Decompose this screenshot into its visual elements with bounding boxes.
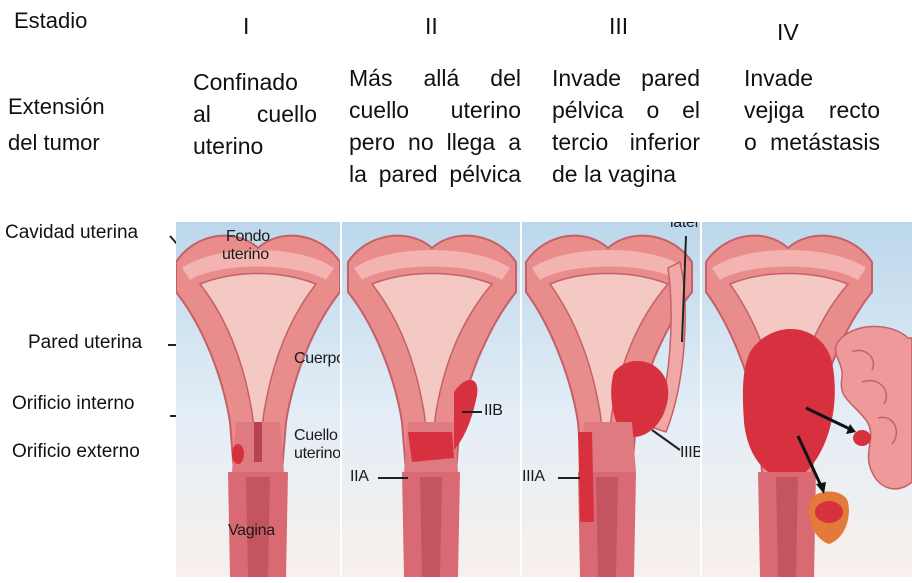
estadio-label: Estadio: [14, 6, 87, 35]
stage-ii-desc-line: la pared pélvica: [349, 158, 521, 190]
stage-i-desc-line: al cuello: [193, 98, 317, 130]
stage-iii-description: Invade pared pélvica o el tercio inferio…: [552, 62, 700, 190]
stage-iii-leaders: [522, 222, 700, 577]
stage-i-desc-line: uterino: [193, 130, 317, 162]
stage-ii-leaders: [342, 222, 520, 577]
stage-iv-desc-line: vejiga recto: [744, 94, 880, 126]
stage-iv-description: Invade vejiga recto o metástasis: [744, 62, 880, 158]
stage-i-desc-line: Confinado: [193, 66, 317, 98]
stage-ii-desc-line: cuello uterino: [349, 94, 521, 126]
label-orificio-interno: Orificio interno: [12, 393, 135, 415]
label-orificio-externo: Orificio externo: [12, 441, 140, 463]
stage-i-numeral: I: [243, 12, 249, 41]
stage-iv-desc-line: o metástasis: [744, 126, 880, 158]
stage-ii-desc-line: pero no llega a: [349, 126, 521, 158]
label-pared-uterina: Pared uterina: [28, 332, 142, 354]
uterus-stage-iv-illustration: [702, 222, 912, 577]
stage-iii-desc-line: Invade pared: [552, 62, 700, 94]
stage-ii-numeral: II: [425, 12, 438, 41]
label-cavidad-uterina: Cavidad uterina: [5, 222, 138, 244]
label-vagina: Vagina: [228, 522, 275, 540]
stage-iii-desc-line: de la vagina: [552, 158, 700, 190]
label-fondo-uterino-line1: Fondo: [226, 228, 270, 246]
stage-iii-numeral: III: [609, 12, 628, 41]
stage-iii-desc-line: tercio inferior: [552, 126, 700, 158]
stage-iv-desc-line: Invade: [744, 62, 880, 94]
panel-stage-ii: IIB IIA: [342, 222, 520, 577]
extension-label-line2: del tumor: [8, 128, 100, 157]
label-cuello-line1: Cuello: [294, 427, 338, 445]
label-cuello-line2: uterino: [294, 445, 340, 463]
stage-iv-numeral: IV: [777, 18, 799, 47]
stage-ii-description: Más allá del cuello uterino pero no lleg…: [349, 62, 521, 190]
label-cuerpo: Cuerpo: [294, 350, 340, 368]
label-fondo-uterino-line2: uterino: [222, 246, 269, 264]
extension-label-line1: Extensión: [8, 92, 105, 121]
stage-iii-desc-line: pélvica o el: [552, 94, 700, 126]
stage-ii-desc-line: Más allá del: [349, 62, 521, 94]
panel-stage-iv: [702, 222, 912, 577]
panel-stage-i: Fondo uterino Cuerpo Cuello uterino Vagi…: [176, 222, 340, 577]
panel-stage-iii: lateral IIIB IIIA: [522, 222, 700, 577]
stage-i-description: Confinado al cuello uterino: [193, 66, 317, 162]
